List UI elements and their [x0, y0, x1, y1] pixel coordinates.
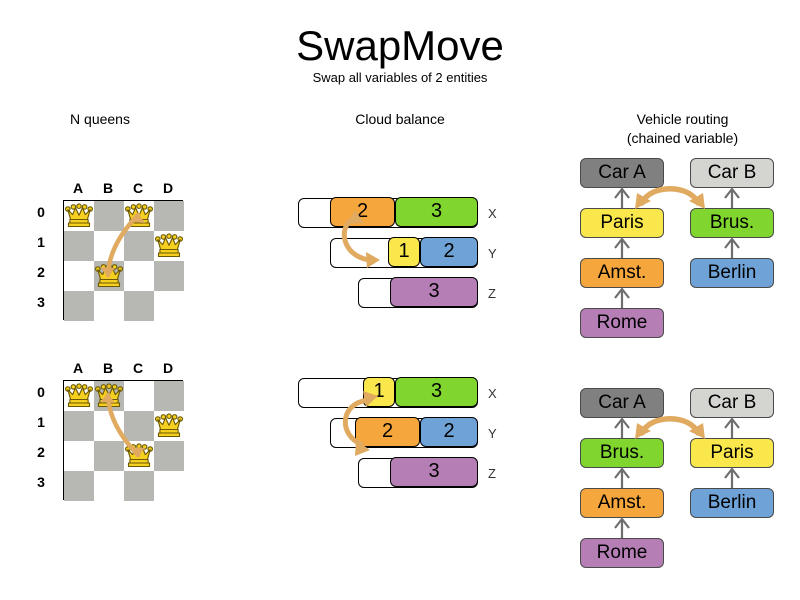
board-cell-D0[interactable] [154, 201, 184, 231]
board-file-label-b: B [102, 180, 114, 196]
vr-chain-arrow [614, 517, 630, 538]
vr-node-berlin[interactable]: Berlin [690, 258, 774, 288]
cloud-swap-arrow [342, 391, 378, 456]
board-file-label-a: A [72, 360, 84, 376]
vr-node-berlin[interactable]: Berlin [690, 488, 774, 518]
board-cell-C3[interactable] [124, 471, 154, 501]
vr-chain-arrow [724, 417, 740, 438]
board-cell-A1[interactable] [64, 411, 94, 441]
board-rank-label-3: 3 [37, 474, 45, 490]
section-title-vehiclerouting: Vehicle routing (chained variable) [580, 110, 785, 148]
cloud-process-y-1[interactable]: 2 [420, 416, 478, 447]
board-rank-label-1: 1 [37, 414, 45, 430]
vr-title-line1: Vehicle routing [636, 111, 729, 127]
board-file-label-c: C [132, 180, 144, 196]
vr-chain-arrow [724, 467, 740, 488]
board-cell-A3[interactable] [64, 471, 94, 501]
vr-chain-arrow [614, 187, 630, 208]
vr-chain-arrow [724, 187, 740, 208]
vr-node-amst[interactable]: Amst. [580, 488, 664, 518]
vr-node-car-a[interactable]: Car A [580, 158, 664, 188]
board-cell-C0[interactable] [124, 381, 154, 411]
board-file-label-c: C [132, 360, 144, 376]
vr-chain-arrow [614, 417, 630, 438]
page-subtitle: Swap all variables of 2 entities [312, 70, 488, 85]
cloud-computer-label-x: X [488, 206, 497, 221]
board-file-label-d: D [162, 360, 174, 376]
board-cell-C1[interactable] [124, 411, 154, 441]
cloud-process-x-1[interactable]: 3 [395, 376, 478, 407]
cloud-process-z-0[interactable]: 3 [390, 276, 478, 307]
vr-swap-arrow [635, 416, 705, 439]
vr-chain-arrow [724, 237, 740, 258]
board-cell-D2[interactable] [154, 261, 184, 291]
cloud-computer-label-y: Y [488, 246, 497, 261]
board-cell-D3[interactable] [154, 471, 184, 501]
board-cell-B3[interactable] [94, 291, 124, 321]
vr-chain-arrow [614, 467, 630, 488]
board-cell-A3[interactable] [64, 291, 94, 321]
board-cell-C2[interactable] [124, 261, 154, 291]
board-cell-D0[interactable] [154, 381, 184, 411]
cloud-computer-label-x: X [488, 386, 497, 401]
board-cell-C1[interactable] [124, 231, 154, 261]
vr-swap-arrow [635, 186, 705, 209]
vr-node-car-b[interactable]: Car B [690, 158, 774, 188]
cloud-process-y-0[interactable]: 1 [388, 236, 420, 267]
board-file-label-a: A [72, 180, 84, 196]
board-cell-A2[interactable] [64, 261, 94, 291]
cloud-computer-label-z: Z [488, 286, 496, 301]
vr-node-car-a[interactable]: Car A [580, 388, 664, 418]
cloud-swap-arrow [341, 210, 380, 268]
cloud-process-y-0[interactable]: 2 [355, 416, 420, 447]
vr-node-brus[interactable]: Brus. [580, 438, 664, 468]
cloud-process-y-1[interactable]: 2 [420, 236, 478, 267]
board-rank-label-2: 2 [37, 264, 45, 280]
vr-node-paris[interactable]: Paris [580, 208, 664, 238]
vr-node-rome[interactable]: Rome [580, 308, 664, 338]
board-rank-label-0: 0 [37, 204, 45, 220]
board-cell-A1[interactable] [64, 231, 94, 261]
queen-swap-arrow [100, 212, 145, 278]
section-title-cloudbalance: Cloud balance [355, 111, 445, 127]
page-title: SwapMove [296, 22, 504, 69]
vr-node-brus[interactable]: Brus. [690, 208, 774, 238]
vr-chain-arrow [614, 287, 630, 308]
board-cell-D2[interactable] [154, 441, 184, 471]
board-rank-label-2: 2 [37, 444, 45, 460]
section-title-nqueens: N queens [70, 111, 130, 127]
board-rank-label-1: 1 [37, 234, 45, 250]
board-rank-label-3: 3 [37, 294, 45, 310]
board-cell-B3[interactable] [94, 471, 124, 501]
board-cell-B2[interactable] [94, 441, 124, 471]
cloud-process-x-1[interactable]: 3 [395, 196, 478, 227]
vr-node-paris[interactable]: Paris [690, 438, 774, 468]
vr-node-amst[interactable]: Amst. [580, 258, 664, 288]
vr-title-line2: (chained variable) [626, 130, 739, 146]
board-cell-B0[interactable] [94, 201, 124, 231]
queen-swap-arrow [100, 392, 145, 458]
board-cell-C3[interactable] [124, 291, 154, 321]
board-rank-label-0: 0 [37, 384, 45, 400]
board-cell-A2[interactable] [64, 441, 94, 471]
cloud-computer-label-z: Z [488, 466, 496, 481]
cloud-computer-label-y: Y [488, 426, 497, 441]
board-file-label-d: D [162, 180, 174, 196]
cloud-process-z-0[interactable]: 3 [390, 456, 478, 487]
vr-node-rome[interactable]: Rome [580, 538, 664, 568]
vr-chain-arrow [614, 237, 630, 258]
board-cell-D3[interactable] [154, 291, 184, 321]
board-file-label-b: B [102, 360, 114, 376]
